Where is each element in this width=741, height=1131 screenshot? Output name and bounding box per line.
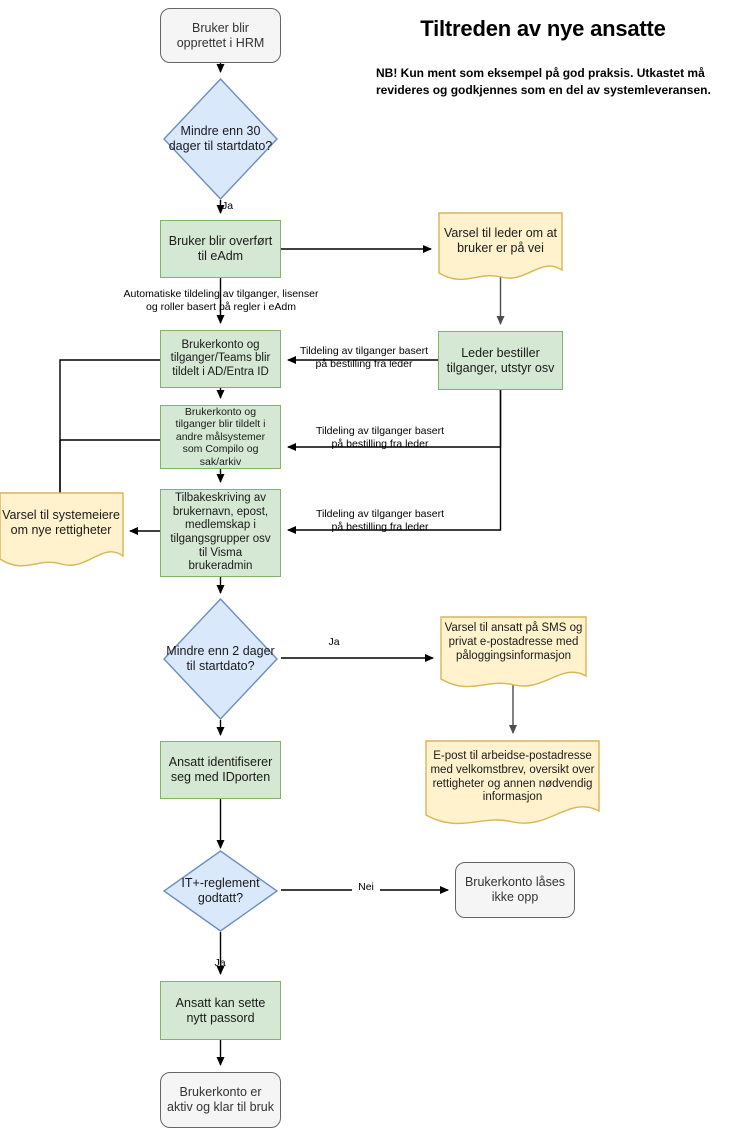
edge-label-ja-2: Ja — [328, 636, 340, 648]
edge-label-order-based-3: Tildeling av tilganger basert på bestill… — [315, 508, 444, 534]
node-other-systems-label: Brukerkonto og tilganger blir tildelt i … — [175, 406, 266, 468]
diamond-shape — [163, 78, 278, 200]
node-decision-2-days-label: Mindre enn 2 dager til startdato? — [166, 644, 275, 673]
node-idporten-label: Ansatt identifiserer seg med IDporten — [168, 755, 273, 784]
node-transfer-eadm-label: Bruker blir overført til eAdm — [168, 234, 273, 263]
node-note-sms-label: Varsel til ansatt på SMS og privat e-pos… — [444, 622, 583, 662]
node-note-welcome-email-label: E-post til arbeidse-postadresse med velk… — [430, 750, 595, 804]
node-ad-entra-label: Brukerkonto og tilganger/Teams blir tild… — [170, 338, 271, 378]
node-account-active[interactable]: Brukerkonto er aktiv og klar til bruk — [160, 1072, 281, 1128]
node-other-systems[interactable]: Brukerkonto og tilganger blir tildelt i … — [160, 405, 281, 469]
page-title: Tiltreden av nye ansatte — [420, 16, 666, 41]
node-start[interactable]: Bruker blir opprettet i HRM — [160, 8, 281, 63]
page-subtitle: NB! Kun ment som eksempel på god praksis… — [376, 66, 711, 97]
node-start-label: Bruker blir opprettet i HRM — [176, 20, 265, 50]
node-writeback-visma[interactable]: Tilbakeskriving av brukernavn, epost, me… — [160, 489, 281, 577]
node-idporten[interactable]: Ansatt identifiserer seg med IDporten — [160, 741, 281, 799]
node-note-system-owners-label: Varsel til systemeiere om nye rettighete… — [2, 508, 120, 537]
node-writeback-visma-label: Tilbakeskriving av brukernavn, epost, me… — [170, 492, 271, 573]
node-decision-it-policy-label: IT+-reglement godtatt? — [181, 876, 260, 905]
node-note-sms[interactable]: Varsel til ansatt på SMS og privat e-pos… — [440, 616, 587, 692]
edge-label-auto-assign: Automatiske tildeling av tilganger, lise… — [123, 288, 319, 314]
diamond-shape — [163, 598, 278, 720]
node-note-leader-label: Varsel til leder om at bruker er på vei — [443, 226, 557, 255]
node-transfer-eadm[interactable]: Bruker blir overført til eAdm — [160, 220, 281, 278]
node-leader-orders[interactable]: Leder bestiller tilganger, utstyr osv — [438, 331, 563, 390]
node-note-leader[interactable]: Varsel til leder om at bruker er på vei — [438, 212, 563, 284]
note-shape — [425, 740, 600, 825]
edge-label-order-based-1: Tildeling av tilganger basert på bestill… — [299, 345, 428, 371]
node-ad-entra[interactable]: Brukerkonto og tilganger/Teams blir tild… — [160, 330, 281, 388]
node-set-new-password[interactable]: Ansatt kan sette nytt passord — [160, 981, 281, 1040]
node-leader-orders-label: Leder bestiller tilganger, utstyr osv — [446, 345, 555, 375]
node-decision-it-policy[interactable]: IT+-reglement godtatt? — [163, 850, 278, 932]
node-account-not-unlocked[interactable]: Brukerkonto låses ikke opp — [455, 862, 575, 918]
node-account-not-unlocked-label: Brukerkonto låses ikke opp — [464, 875, 566, 904]
node-set-new-password-label: Ansatt kan sette nytt passord — [175, 995, 266, 1025]
note-shape — [0, 492, 124, 567]
edge-label-nei: Nei — [352, 881, 380, 895]
edge-label-ja-policy: Ja — [214, 957, 226, 969]
note-shape — [440, 616, 587, 688]
node-note-system-owners[interactable]: Varsel til systemeiere om nye rettighete… — [0, 492, 124, 572]
node-account-active-label: Brukerkonto er aktiv og klar til bruk — [167, 1085, 274, 1114]
node-decision-30-days[interactable]: Mindre enn 30 dager til startdato? — [163, 78, 278, 200]
node-decision-2-days[interactable]: Mindre enn 2 dager til startdato? — [163, 598, 278, 720]
node-note-welcome-email[interactable]: E-post til arbeidse-postadresse med velk… — [425, 740, 600, 830]
note-shape — [438, 212, 563, 281]
edge-label-order-based-2: Tildeling av tilganger basert på bestill… — [315, 425, 444, 451]
node-decision-30-days-label: Mindre enn 30 dager til startdato? — [168, 124, 273, 153]
edge-label-ja-30: Ja — [222, 200, 234, 212]
diamond-shape — [163, 850, 278, 932]
